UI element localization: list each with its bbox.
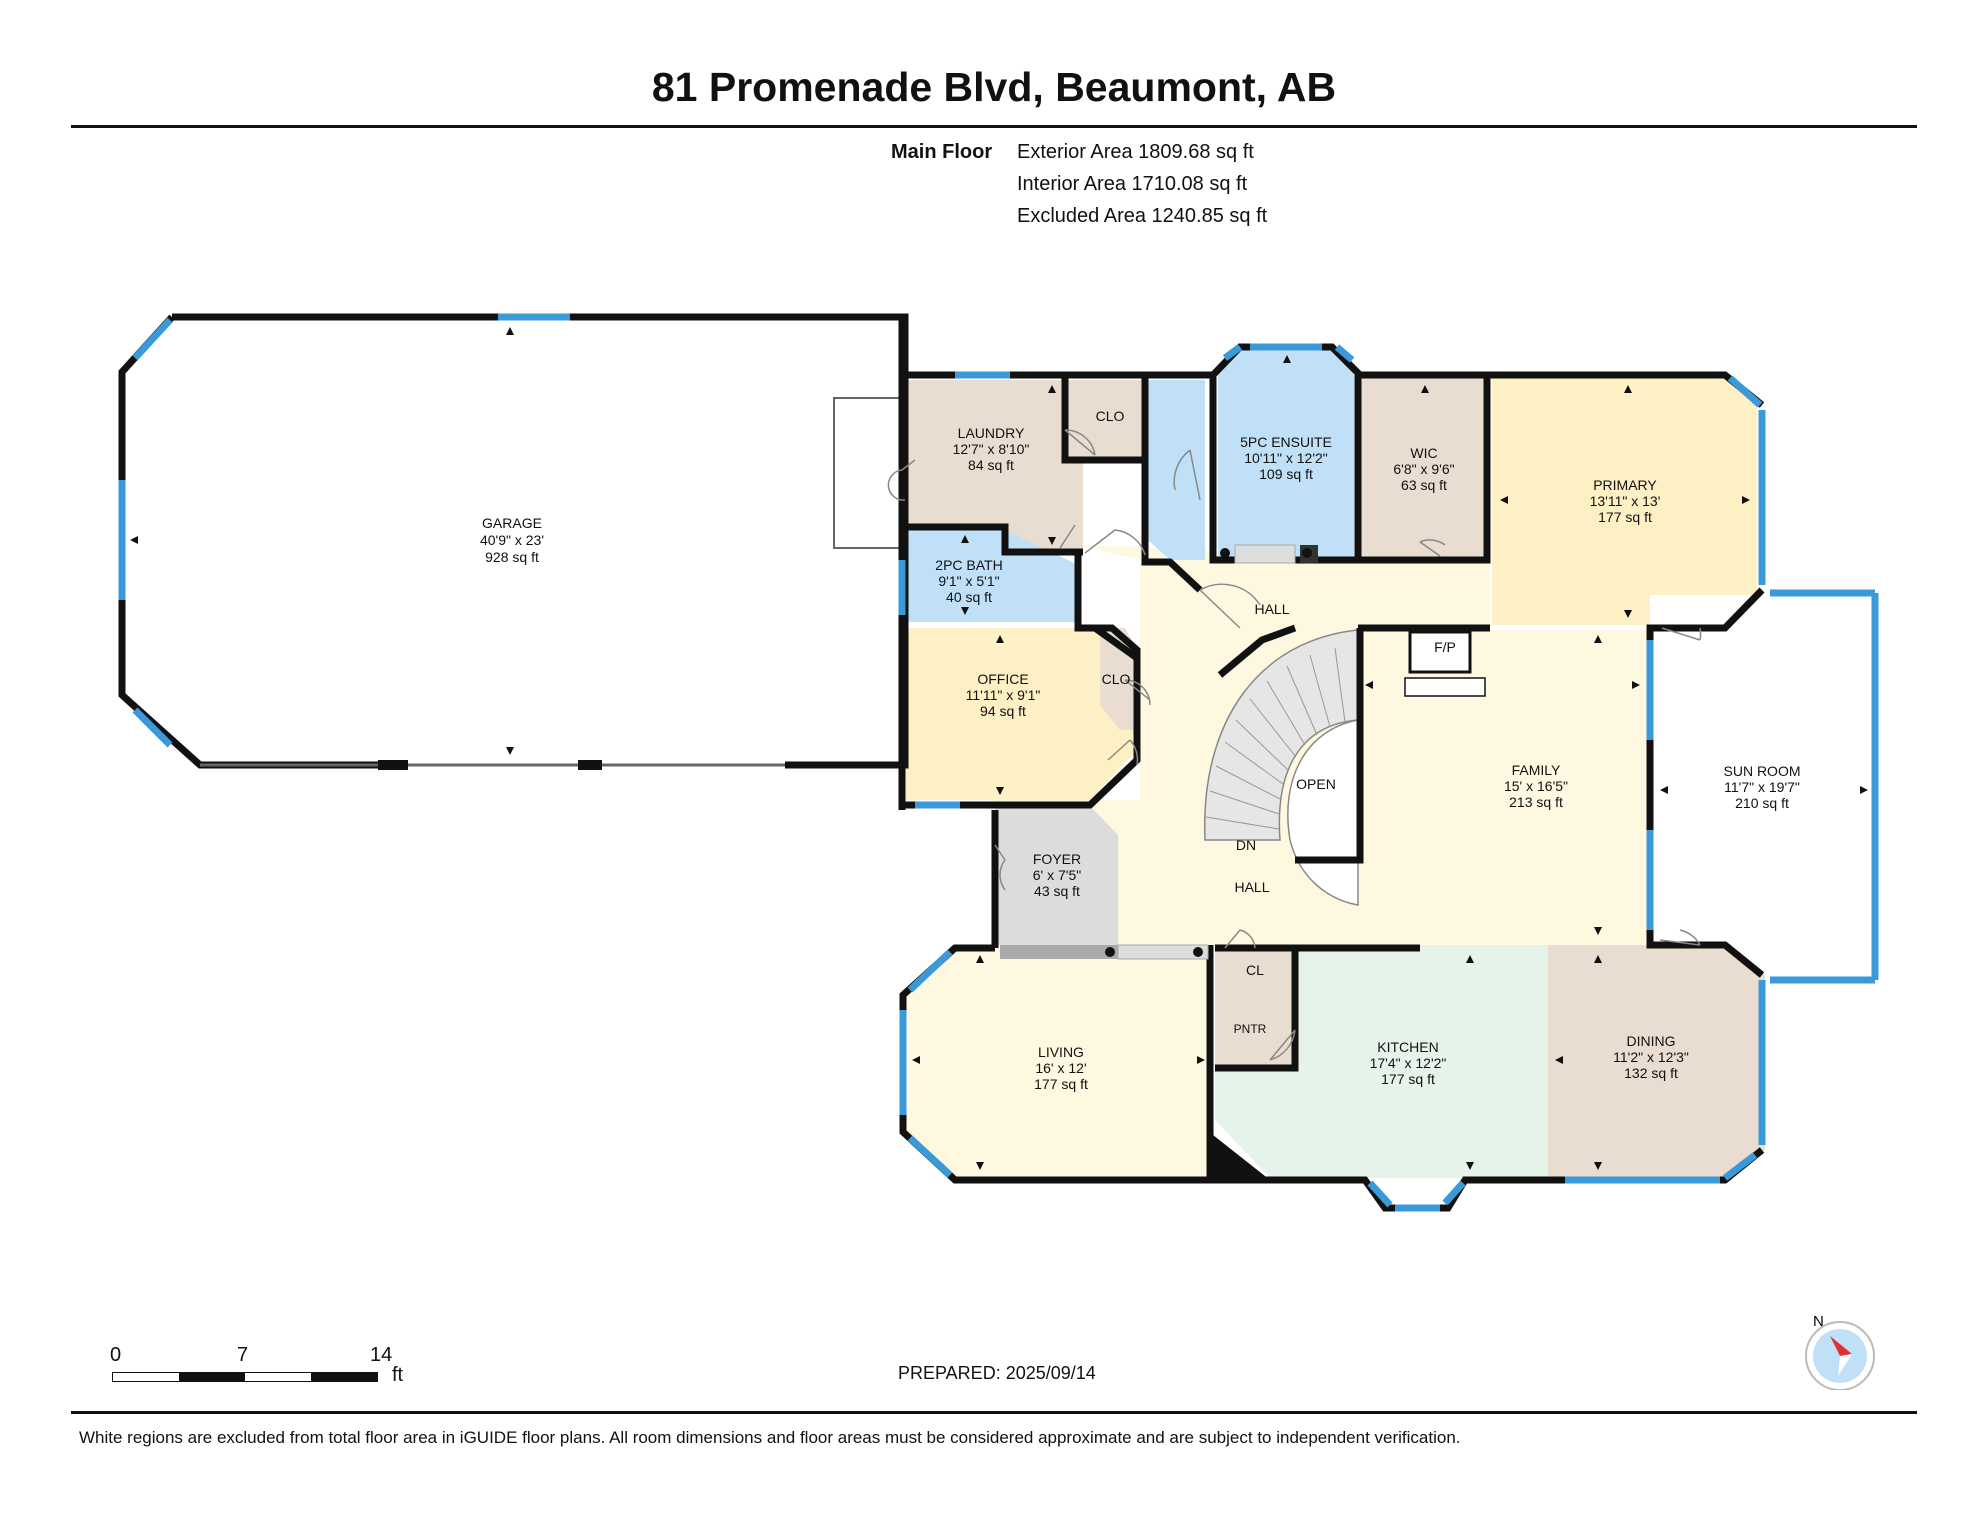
laundry-dims: 12'7" x 8'10" — [953, 441, 1030, 457]
wic-area: 63 sq ft — [1401, 477, 1447, 493]
interior-area: Interior Area 1710.08 sq ft — [1017, 173, 1248, 195]
pntr-fill — [1215, 990, 1295, 1068]
dining-dims: 11'2" x 12'3" — [1613, 1049, 1689, 1065]
pntr-label: PNTR — [1234, 1022, 1267, 1036]
exterior-area: Exterior Area 1809.68 sq ft — [1017, 141, 1254, 163]
fixtures — [1000, 544, 1318, 960]
scale-unit: ft — [392, 1364, 404, 1386]
ensuite-dims: 10'11" x 12'2" — [1244, 450, 1328, 466]
compass-icon: N — [1805, 1313, 1875, 1390]
kitchen-name: KITCHEN — [1377, 1039, 1438, 1055]
garage-door — [200, 760, 785, 770]
family-name: FAMILY — [1512, 762, 1561, 778]
compass-north-label: N — [1813, 1313, 1824, 1330]
wic-name: WIC — [1410, 445, 1437, 461]
dimension-markers — [130, 327, 1868, 1170]
hall-lower-label: HALL — [1234, 879, 1269, 895]
clo-laundry-label: CLO — [1096, 408, 1125, 424]
living-fill — [903, 945, 1210, 1178]
office-area: 94 sq ft — [980, 703, 1026, 719]
cl-fill — [1215, 948, 1295, 990]
living-name: LIVING — [1038, 1044, 1084, 1060]
family-area: 213 sq ft — [1509, 794, 1563, 810]
doors — [887, 429, 1702, 1061]
foyer-dims: 6' x 7'5" — [1033, 867, 1081, 883]
bath2-dims: 9'1" x 5'1" — [938, 573, 999, 589]
office-fill — [902, 628, 1137, 800]
office-name: OFFICE — [977, 671, 1028, 687]
dining-area: 132 sq ft — [1624, 1065, 1678, 1081]
foyer-fill — [995, 806, 1118, 945]
garage-step — [833, 397, 903, 549]
cl-label: CL — [1246, 962, 1264, 978]
house-walls — [898, 317, 1765, 1212]
primary-fill — [1492, 378, 1757, 625]
ensuite-area: 109 sq ft — [1259, 466, 1313, 482]
footer-divider — [71, 1411, 1917, 1414]
garage-area: 928 sq ft — [485, 549, 539, 565]
living-dims: 16' x 12' — [1035, 1060, 1086, 1076]
prepared-date: PREPARED: 2025/09/14 — [898, 1363, 1096, 1383]
kitchen-dims: 17'4" x 12'2" — [1370, 1055, 1447, 1071]
sunroom-fill — [1650, 595, 1875, 980]
laundry-area: 84 sq ft — [968, 457, 1014, 473]
plan-title: 81 Promenade Blvd, Beaumont, AB — [651, 64, 1337, 110]
ensuite-main-fill — [1218, 347, 1354, 560]
office-dims: 11'11" x 9'1" — [966, 687, 1041, 703]
foyer-name: FOYER — [1033, 851, 1081, 867]
bath2-area: 40 sq ft — [946, 589, 992, 605]
garage-dims: 40'9" x 23' — [480, 532, 544, 548]
floor-label: Main Floor — [891, 141, 993, 163]
title-divider — [71, 125, 1917, 128]
hall-upper-label: HALL — [1254, 601, 1289, 617]
dining-name: DINING — [1627, 1033, 1676, 1049]
scale-bar — [112, 1372, 378, 1382]
kitchen-corner — [1213, 1135, 1270, 1180]
foyer-area: 43 sq ft — [1034, 883, 1080, 899]
clo-office-label: CLO — [1102, 671, 1131, 687]
windows — [118, 313, 1879, 1212]
family-dims: 15' x 16'5" — [1504, 778, 1568, 794]
sunroom-name: SUN ROOM — [1724, 763, 1801, 779]
kitchen-area: 177 sq ft — [1381, 1071, 1435, 1087]
wic-dims: 6'8" x 9'6" — [1393, 461, 1454, 477]
laundry-name: LAUNDRY — [958, 425, 1025, 441]
living-area: 177 sq ft — [1034, 1076, 1088, 1092]
primary-area: 177 sq ft — [1598, 509, 1652, 525]
disclaimer-text: White regions are excluded from total fl… — [79, 1428, 1461, 1447]
garage-name: GARAGE — [482, 515, 542, 531]
scale-tick-7: 7 — [237, 1344, 249, 1366]
sunroom-dims: 11'7" x 19'7" — [1724, 779, 1800, 795]
open-label: OPEN — [1296, 776, 1336, 792]
excluded-area: Excluded Area 1240.85 sq ft — [1017, 205, 1268, 227]
room-labels: GARAGE 40'9" x 23' 928 sq ft LAUNDRY 12'… — [480, 408, 1801, 1092]
ensuite-name: 5PC ENSUITE — [1240, 434, 1332, 450]
fireplace-label: F/P — [1434, 639, 1456, 655]
primary-name: PRIMARY — [1593, 477, 1657, 493]
scale-tick-14: 14 — [370, 1344, 393, 1366]
fireplace — [1404, 630, 1486, 697]
dining-fill — [1548, 945, 1765, 1178]
primary-dims: 13'11" x 13' — [1590, 493, 1661, 509]
bath2-name: 2PC BATH — [935, 557, 1002, 573]
scale-tick-0: 0 — [110, 1344, 122, 1366]
wic-fill — [1360, 378, 1487, 560]
sunroom-area: 210 sq ft — [1735, 795, 1789, 811]
stairs-down-label: DN — [1236, 837, 1256, 853]
